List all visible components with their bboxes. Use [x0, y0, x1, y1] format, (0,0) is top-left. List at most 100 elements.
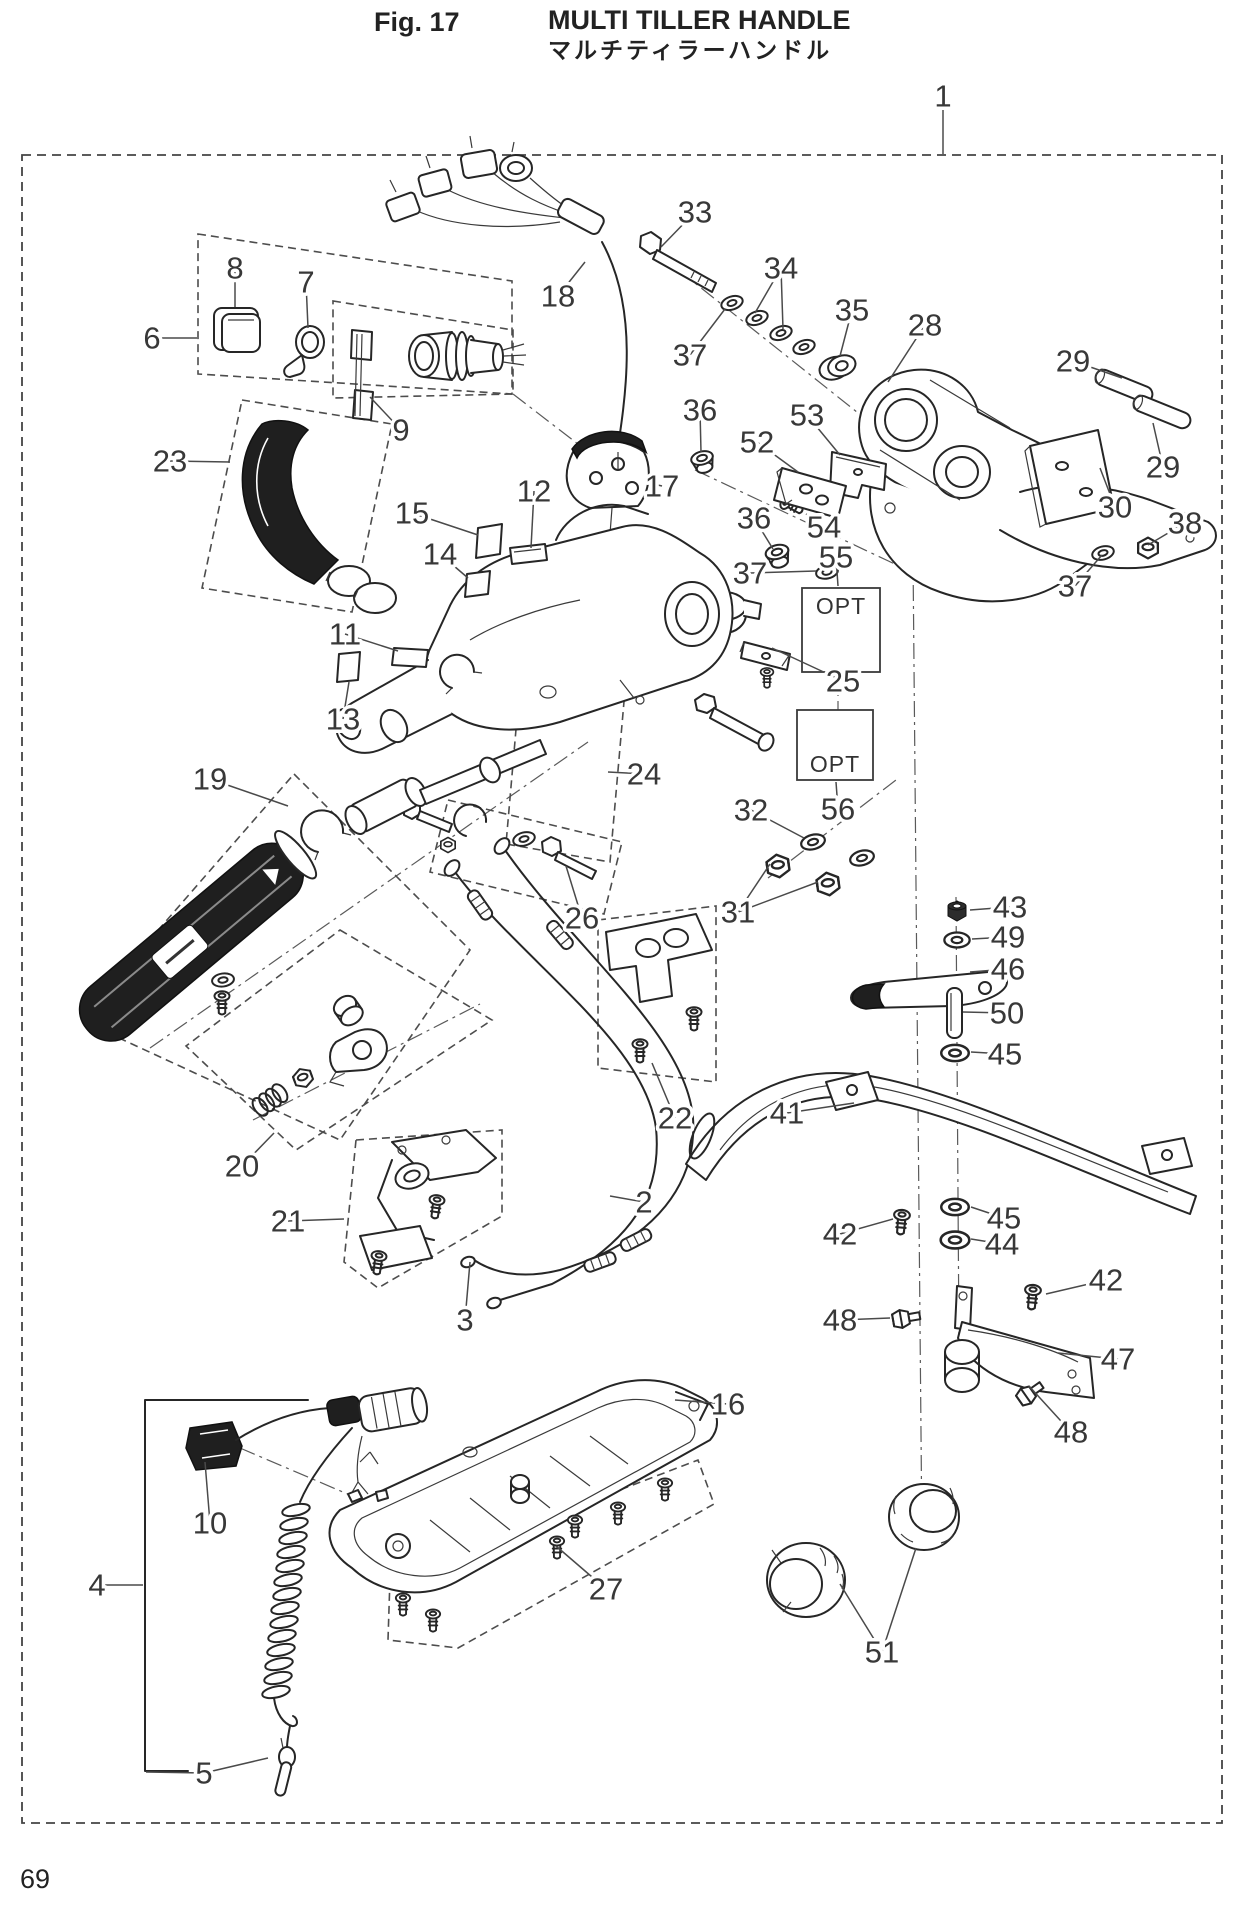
leader-line-22: [651, 1062, 676, 1119]
group-box-22: [597, 905, 717, 1083]
leader-line-15: [411, 512, 479, 536]
callout-34: 34: [764, 251, 798, 286]
leader-line-16: [674, 1399, 729, 1405]
callout-42: 42: [823, 1217, 857, 1252]
group-box-switch: [332, 300, 514, 399]
callout-27: 27: [589, 1572, 623, 1607]
leader-line-17: [644, 481, 663, 487]
leader-line-2: [609, 1195, 645, 1203]
callout-49: 49: [991, 920, 1025, 955]
leader-line-49: [971, 936, 1009, 940]
callout-45: 45: [988, 1037, 1022, 1072]
leader-line-53: [806, 414, 841, 456]
leader-line-28: [887, 324, 926, 383]
leader-line-52: [756, 441, 799, 473]
callout-26: 26: [565, 901, 599, 936]
callout-2: 2: [635, 1185, 652, 1220]
leader-line-41: [786, 1102, 855, 1114]
part-retaining-ring: [439, 653, 483, 695]
callout-41: 41: [770, 1096, 804, 1131]
callout-25: 25: [826, 664, 860, 699]
part-11-plate: [391, 647, 429, 668]
figure-number: Fig. 17: [374, 7, 460, 37]
callout-43: 43: [993, 890, 1027, 925]
leader-line-25: [771, 647, 844, 682]
part-17-rubber-mount: [565, 430, 650, 535]
part-12-housing: [334, 503, 734, 754]
leader-line-9: [369, 396, 402, 431]
part-37-washer: [790, 336, 818, 358]
part-42-screw: [1022, 1283, 1043, 1312]
group-box-21: [343, 1129, 503, 1289]
opt-label: OPT: [816, 593, 866, 619]
part-36-grommet: [688, 447, 718, 477]
leader-line-43: [969, 906, 1011, 911]
leader-line-27: [555, 1545, 607, 1590]
part-19-circlip: [300, 809, 352, 861]
part-52-plate: [773, 467, 847, 519]
callout-23: 23: [153, 444, 187, 479]
leader-line-24: [607, 771, 645, 775]
part-46-lever: [850, 970, 1008, 1010]
diagram-parts: [78, 135, 1217, 1797]
leader-line-42: [1045, 1279, 1107, 1295]
leader-line-26: [565, 865, 583, 919]
callout-37: 37: [673, 338, 707, 373]
part-34-washer: [743, 307, 771, 329]
part-42-screw: [891, 1208, 912, 1237]
callout-29: 29: [1146, 450, 1180, 485]
leader-line-37: [749, 570, 817, 574]
callout-17: 17: [645, 469, 679, 504]
leader-line-19: [209, 778, 289, 807]
part-13-plate: [336, 651, 361, 683]
opt-box: [796, 709, 874, 781]
callout-10: 10: [193, 1506, 227, 1541]
part-16-lower-casing: [328, 1379, 718, 1594]
callout-12: 12: [517, 474, 551, 509]
callout-45: 45: [987, 1201, 1021, 1236]
callout-28: 28: [908, 308, 942, 343]
leader-line-31: [737, 881, 819, 913]
part-37-washer: [718, 292, 746, 314]
callout-11: 11: [329, 617, 361, 652]
leader-line-38: [1147, 522, 1186, 546]
callout-54: 54: [807, 510, 841, 545]
callout-22: 22: [658, 1101, 692, 1136]
callout-16: 16: [711, 1387, 745, 1422]
part-49-washer: [943, 931, 971, 949]
leader-line-47: [1057, 1352, 1119, 1360]
callout-48: 48: [1054, 1415, 1088, 1450]
leader-line-37: [1074, 554, 1103, 587]
leader-line-36: [699, 409, 702, 453]
leader-line-51: [839, 1583, 883, 1653]
figure-title: MULTI TILLER HANDLE: [548, 5, 850, 35]
leader-line-42: [839, 1218, 894, 1235]
leader-line-29: [1152, 422, 1164, 468]
part-48-bolt: [890, 1305, 923, 1331]
callout-18: 18: [541, 279, 575, 314]
leader-line-10: [204, 1461, 211, 1524]
leader-line-37: [689, 308, 726, 356]
part-22-guide-bracket: [605, 913, 713, 1064]
part-7-key: [283, 325, 325, 378]
callout-37: 37: [733, 556, 767, 591]
callout-46: 46: [991, 952, 1025, 987]
part-18-wire-harness: [385, 135, 628, 471]
leader-line-20: [241, 1132, 275, 1167]
leader-line-35: [839, 309, 853, 357]
callout-35: 35: [835, 293, 869, 328]
part-12-plate: [509, 543, 548, 565]
part-10-lanyard-clip: [185, 1421, 243, 1471]
part-ignition-switch: [408, 331, 527, 381]
callout-9: 9: [392, 413, 409, 448]
callout-5: 5: [195, 1756, 212, 1791]
callout-4: 4: [88, 1568, 105, 1603]
leader-line-30: [1099, 467, 1116, 508]
part-9-plate: [350, 329, 374, 421]
part-45-washer: [940, 1043, 970, 1063]
part-30-plate: [1024, 429, 1115, 528]
callout-8: 8: [226, 251, 243, 286]
leader-line-46: [969, 968, 1009, 973]
part-4-lanyard-cord: [235, 1387, 429, 1749]
